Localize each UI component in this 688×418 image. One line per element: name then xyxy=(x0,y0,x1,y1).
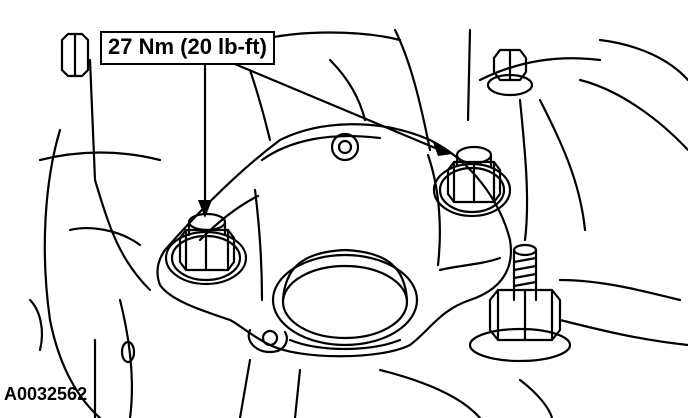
thermostat-housing xyxy=(156,123,513,358)
hex-bolt-icon xyxy=(432,145,512,218)
leader-arrowheads xyxy=(198,140,452,218)
torque-label: 27 Nm (20 lb-ft) xyxy=(108,34,267,59)
leader-arrow-icon xyxy=(203,60,442,207)
hex-bolt-icon xyxy=(164,212,248,286)
engine-block-outline xyxy=(28,28,688,418)
stud-icon xyxy=(468,243,572,363)
torque-callout: 27 Nm (20 lb-ft) xyxy=(100,31,275,65)
hex-bolt-icon xyxy=(60,32,90,78)
hex-bolt-icon xyxy=(486,48,534,97)
figure-number: A0032562 xyxy=(4,384,88,404)
